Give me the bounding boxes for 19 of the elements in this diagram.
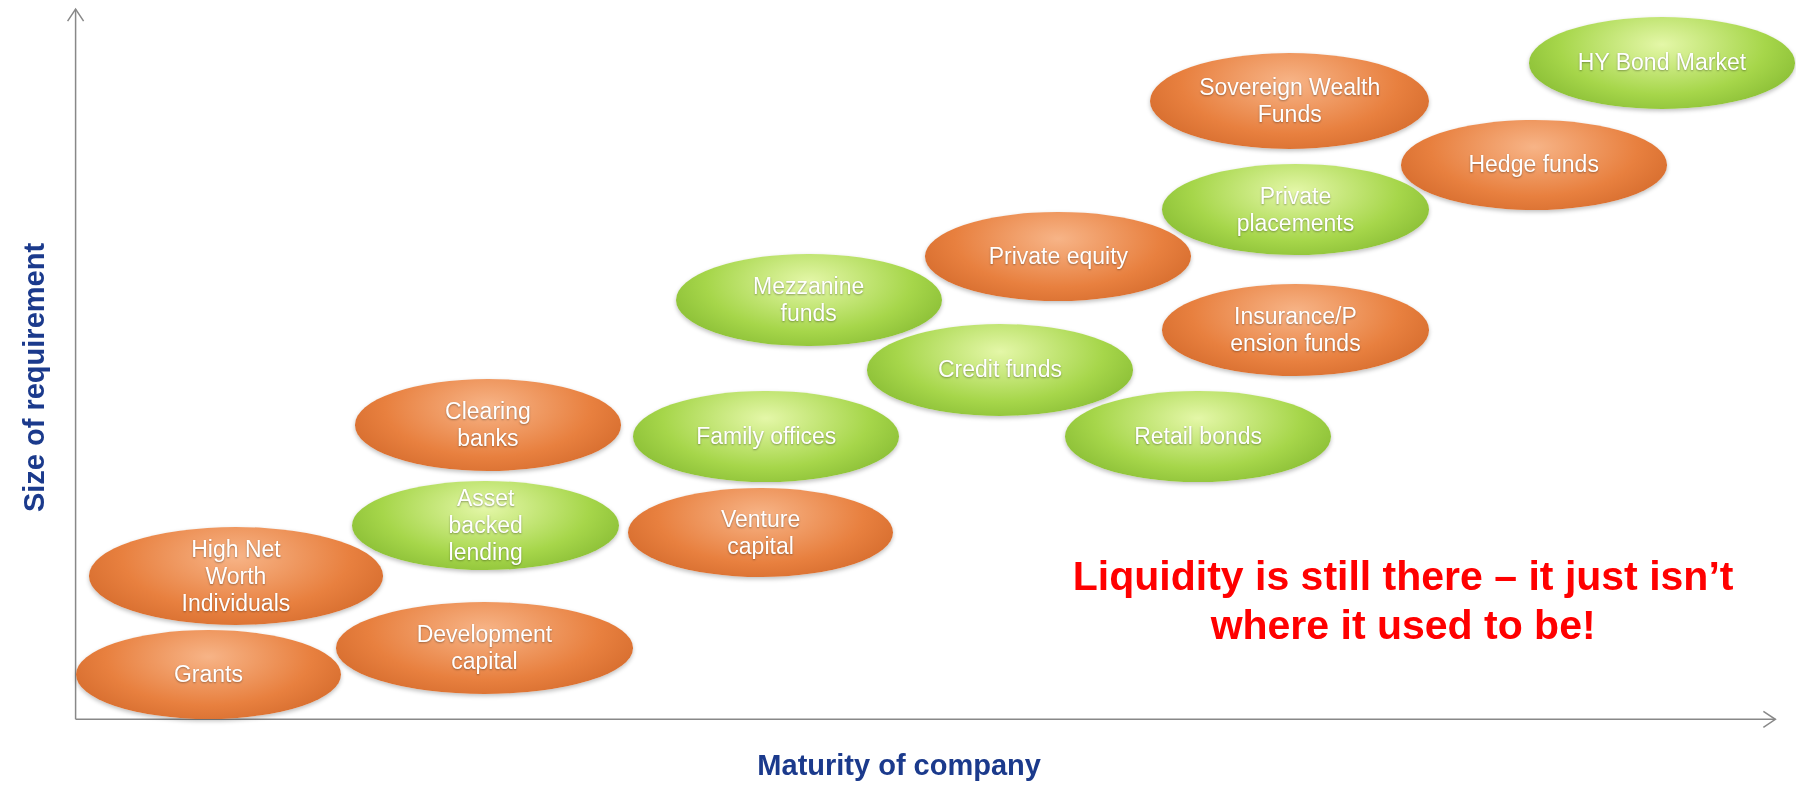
funding-source-oval: Hedge funds — [1400, 120, 1667, 210]
funding-source-oval: Grants — [75, 629, 342, 720]
funding-source-oval: Family offices — [633, 390, 900, 483]
funding-source-oval: Development capital — [335, 602, 634, 695]
callout-text: Liquidity is still there – it just isn’t where it used to be! — [1071, 552, 1735, 651]
funding-source-oval: Insurance/P ension funds — [1162, 284, 1429, 376]
funding-source-oval: High Net Worth Individuals — [88, 527, 384, 625]
funding-source-oval: Clearing banks — [355, 379, 621, 471]
axis-title: Size of requirement — [17, 243, 51, 513]
funding-source-oval: Private equity — [925, 211, 1192, 302]
funding-source-oval: Private placements — [1162, 164, 1429, 255]
funding-source-oval: Mezzanine funds — [675, 253, 942, 347]
funding-source-oval: Credit funds — [867, 324, 1133, 416]
axis-title: Maturity of company — [757, 748, 1041, 782]
funding-source-oval: Asset backed lending — [352, 481, 620, 571]
funding-source-oval: HY Bond Market — [1528, 17, 1796, 109]
funding-source-oval: Retail bonds — [1065, 390, 1331, 483]
funding-source-oval: Sovereign Wealth Funds — [1150, 52, 1430, 149]
funding-source-oval: Venture capital — [627, 487, 894, 578]
